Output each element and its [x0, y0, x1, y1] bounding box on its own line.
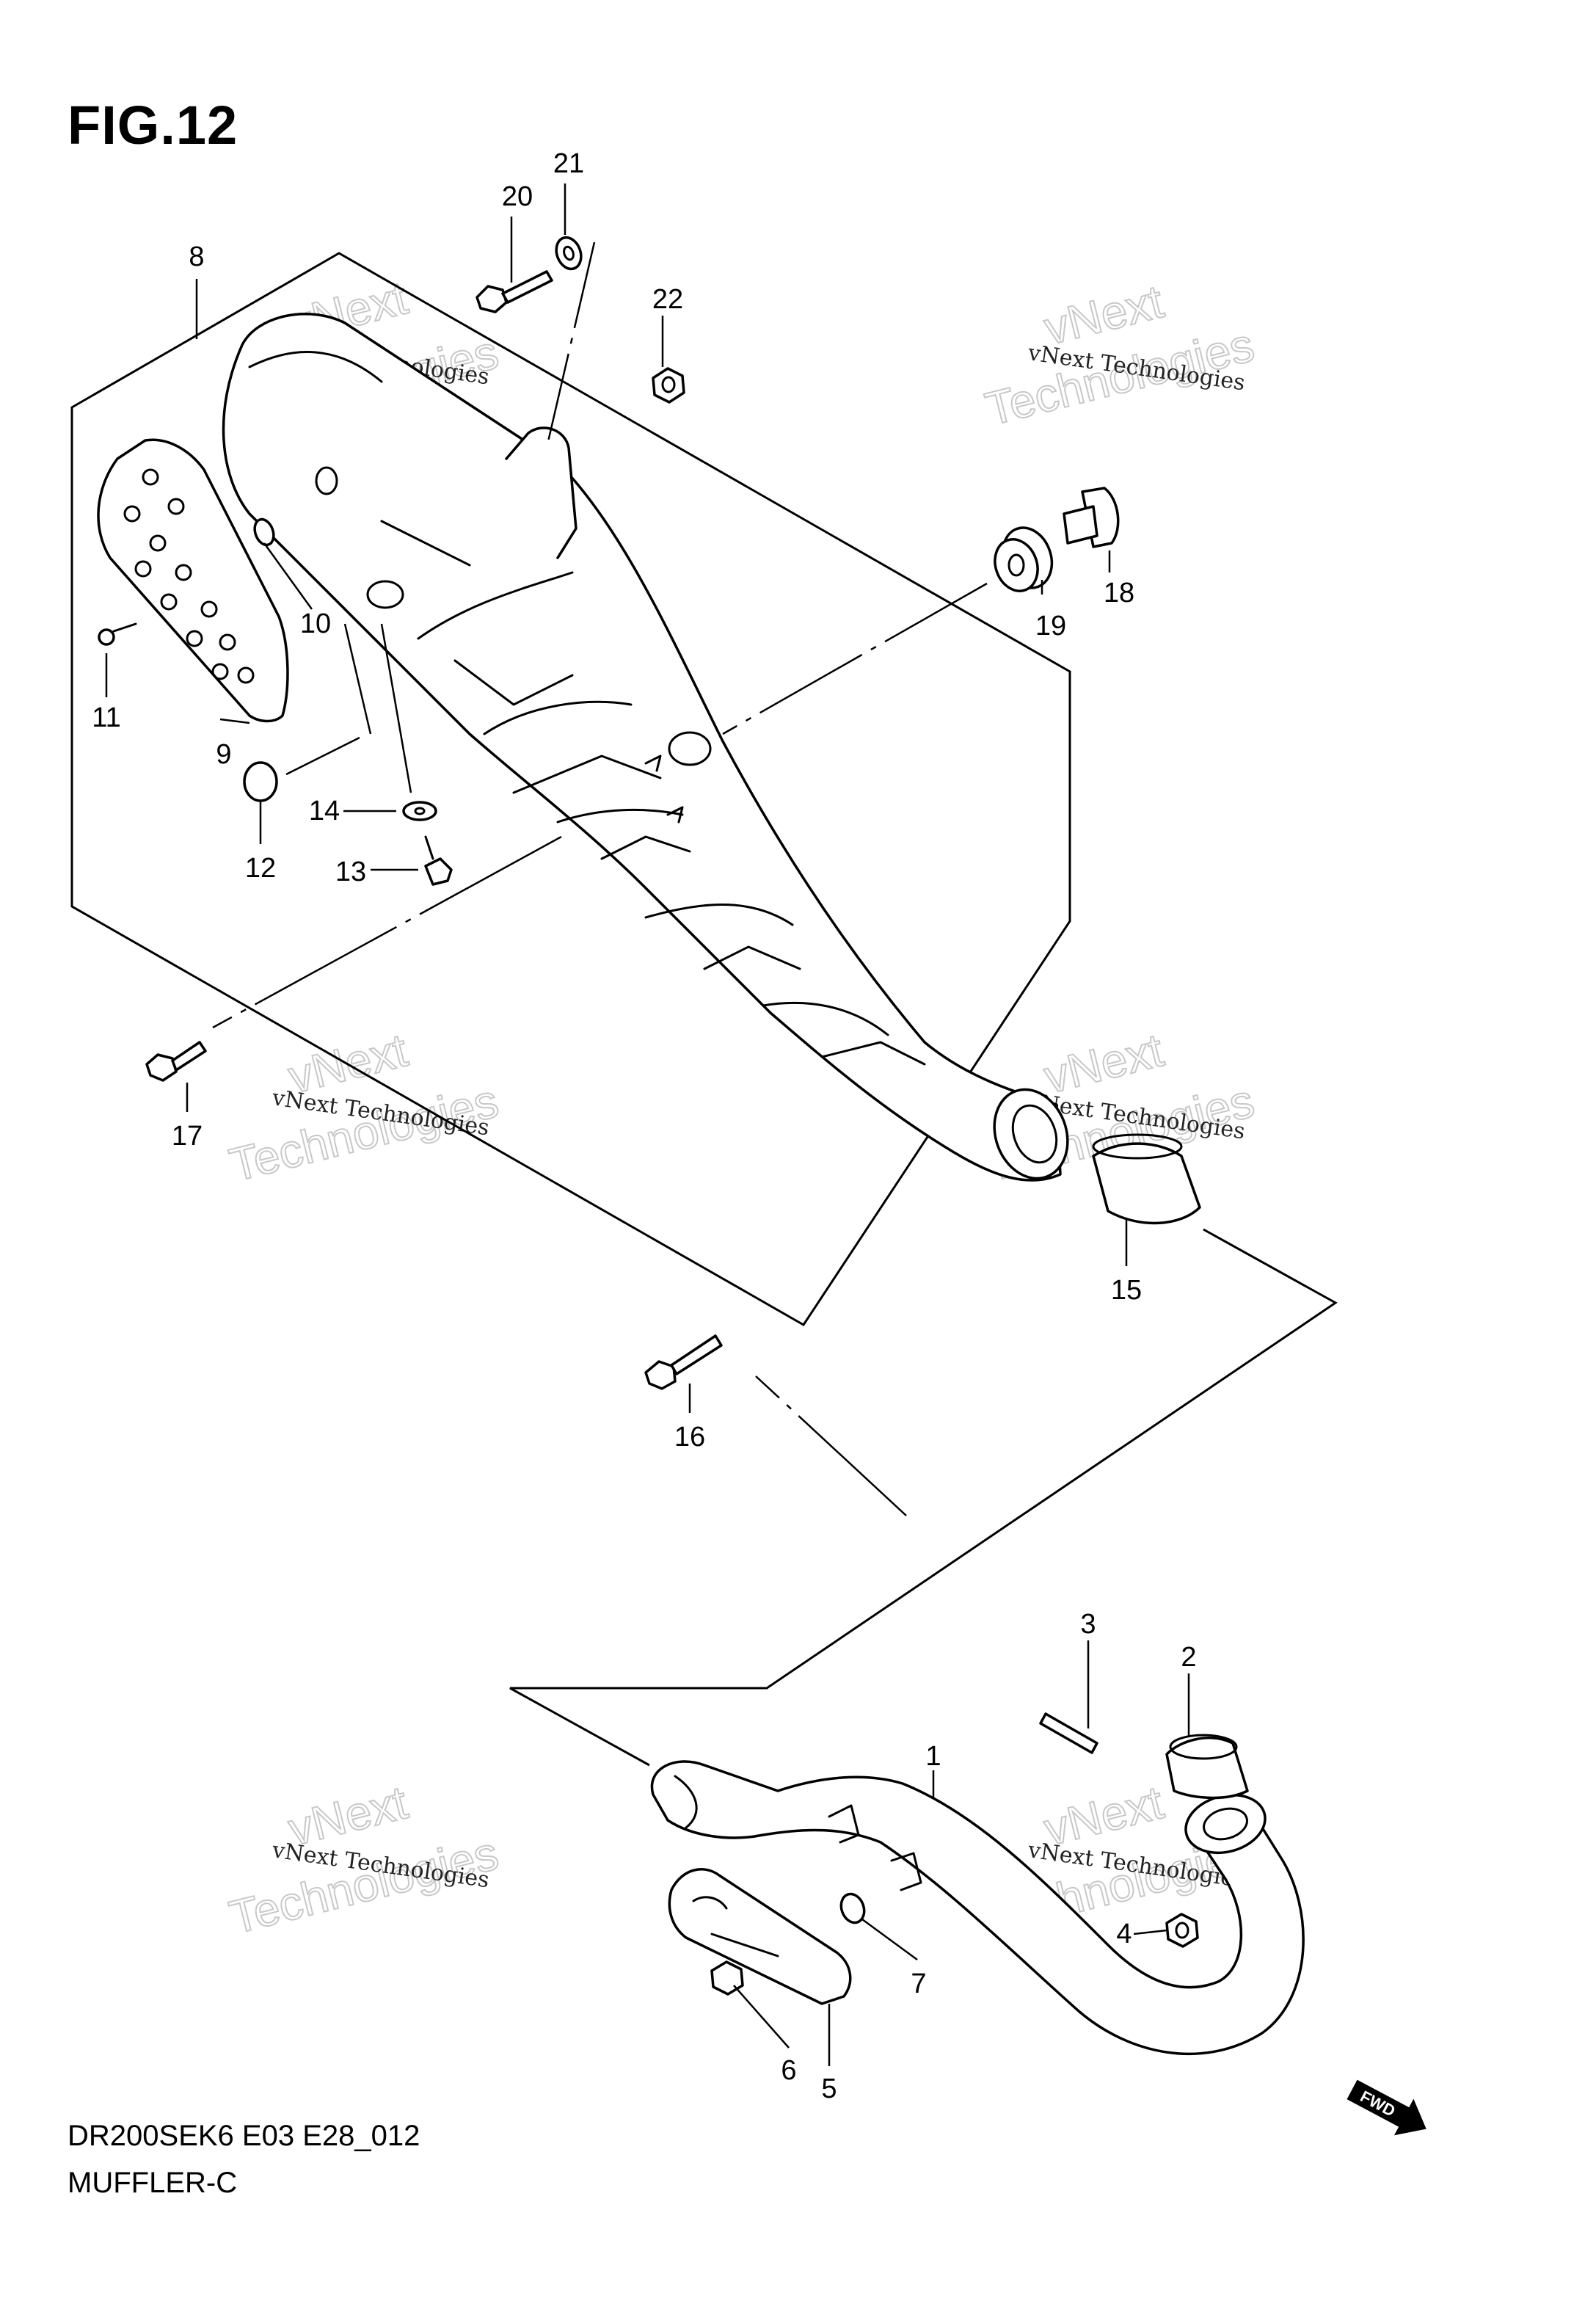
- watermark-bottom-left: vNext Technologies vNext Technologies: [224, 1775, 504, 1944]
- callout-14: 14: [309, 796, 340, 826]
- diagram-code: DR200SEK6 E03 E28_012: [68, 2120, 420, 2152]
- muffler-assembly-boundary: [70, 252, 1071, 1327]
- callout-22: 22: [652, 284, 683, 315]
- gasket-15: [1092, 1133, 1201, 1225]
- callout-16: 16: [674, 1422, 705, 1453]
- tailpipe-outlet: [993, 1088, 1069, 1180]
- callout-1: 1: [925, 1741, 941, 1772]
- callout-11: 11: [92, 702, 120, 733]
- washer-14: [402, 801, 437, 821]
- watermark-top-right: vNext Technologies vNext Technologies: [980, 274, 1260, 436]
- callout-4: 4: [1116, 1919, 1132, 1949]
- callout-2: 2: [1181, 1642, 1196, 1673]
- callout-19: 19: [1035, 611, 1066, 641]
- watermark-mid-left: vNext Technologies vNext Technologies: [224, 1022, 504, 1192]
- muffler-top-bracket: [505, 426, 577, 559]
- heat-shield: [97, 438, 289, 723]
- grommet-19: [994, 526, 1054, 592]
- watermark-big-line1: vNext: [1039, 1023, 1168, 1103]
- callout-3: 3: [1080, 1609, 1096, 1640]
- collar-18: [1063, 487, 1120, 548]
- washer-7: [839, 1892, 866, 1924]
- muffler-mount-hole: [668, 731, 712, 766]
- leader-lines: [105, 183, 1190, 2066]
- cushion-12: [243, 761, 278, 802]
- washer-21: [555, 236, 583, 271]
- fwd-arrow-icon: FWD: [1347, 2079, 1426, 2136]
- muffler-body: [222, 313, 1069, 1182]
- figure-title: FIG.12: [68, 95, 238, 156]
- bolt-20: [475, 270, 553, 313]
- nut-4: [1165, 1913, 1199, 1948]
- muffler-mount-hole: [366, 580, 404, 609]
- callout-7: 7: [911, 1969, 926, 1999]
- callout-21: 21: [553, 148, 584, 179]
- callout-17: 17: [172, 1121, 203, 1152]
- callout-15: 15: [1111, 1275, 1142, 1306]
- screw-13: [424, 835, 453, 886]
- callout-18: 18: [1104, 578, 1134, 608]
- callout-8: 8: [189, 241, 204, 272]
- screw-11: [98, 622, 137, 646]
- callout-labels: 1 2 3 4 5 6 7 8 9 10 11 12 13 14 15 16 1…: [92, 148, 1196, 2104]
- diagram-name: MUFFLER-C: [68, 2167, 238, 2199]
- callout-13: 13: [335, 857, 366, 887]
- nut-22: [652, 367, 685, 404]
- exhaust-pipe-boundary: [509, 1228, 1338, 1767]
- washer-10: [253, 517, 275, 547]
- stud-bolt-3: [1039, 1712, 1098, 1754]
- exhaust-pipe: [650, 1760, 1305, 2056]
- clamp-2: [1165, 1734, 1249, 1800]
- bolt-16: [644, 1334, 723, 1390]
- bolt-17: [145, 1041, 207, 1082]
- callout-9: 9: [216, 739, 231, 770]
- callout-5: 5: [821, 2073, 837, 2104]
- callout-6: 6: [781, 2055, 796, 2086]
- protector-5: [668, 1868, 852, 2005]
- callout-10: 10: [300, 608, 331, 639]
- callout-20: 20: [502, 181, 533, 212]
- callout-12: 12: [245, 853, 276, 884]
